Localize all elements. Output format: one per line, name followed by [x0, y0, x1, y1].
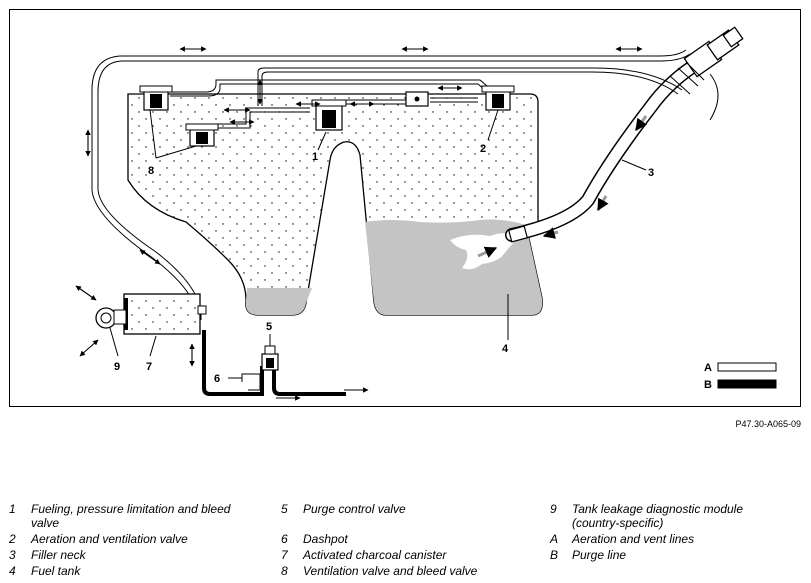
callout-9: 9: [114, 361, 120, 373]
aeration-ventilation-valve: [481, 85, 515, 111]
line-key-b-swatch: [717, 379, 777, 389]
component-legend: 1 Fueling, pressure limitation and bleed…: [9, 502, 744, 578]
ventilation-bleed-valve-a: [139, 85, 173, 111]
filler-cap: [669, 26, 744, 121]
activated-charcoal-canister: [123, 293, 207, 335]
callout-1: 1: [312, 151, 318, 163]
callout-6: 6: [214, 373, 220, 385]
flow-arrows: [75, 46, 643, 401]
callout-4: 4: [502, 343, 509, 355]
callout-8: 8: [148, 165, 154, 177]
callout-2: 2: [480, 143, 486, 155]
fuel-evap-system-diagram: 1 2 3 4 5 6 7 8 9 A B: [9, 9, 801, 407]
line-key-a-label: A: [704, 362, 712, 374]
vent-line-a: [91, 49, 691, 320]
fueling-pressure-bleed-valve: [311, 99, 347, 131]
callout-5: 5: [266, 321, 272, 333]
callout-7: 7: [146, 361, 152, 373]
line-key-a-swatch: [717, 362, 777, 372]
callout-3: 3: [648, 167, 654, 179]
tank-leakage-diagnostic-module: [95, 307, 127, 329]
line-key-b-label: B: [704, 379, 712, 391]
purge-control-valve: [261, 345, 279, 371]
dashpot: [241, 373, 261, 391]
fuel-pool-left: [245, 288, 312, 315]
ventilation-bleed-valve-b: [185, 123, 219, 147]
drawing-reference: P47.30-A065-09: [735, 419, 801, 429]
purge-line-b: [202, 330, 264, 396]
